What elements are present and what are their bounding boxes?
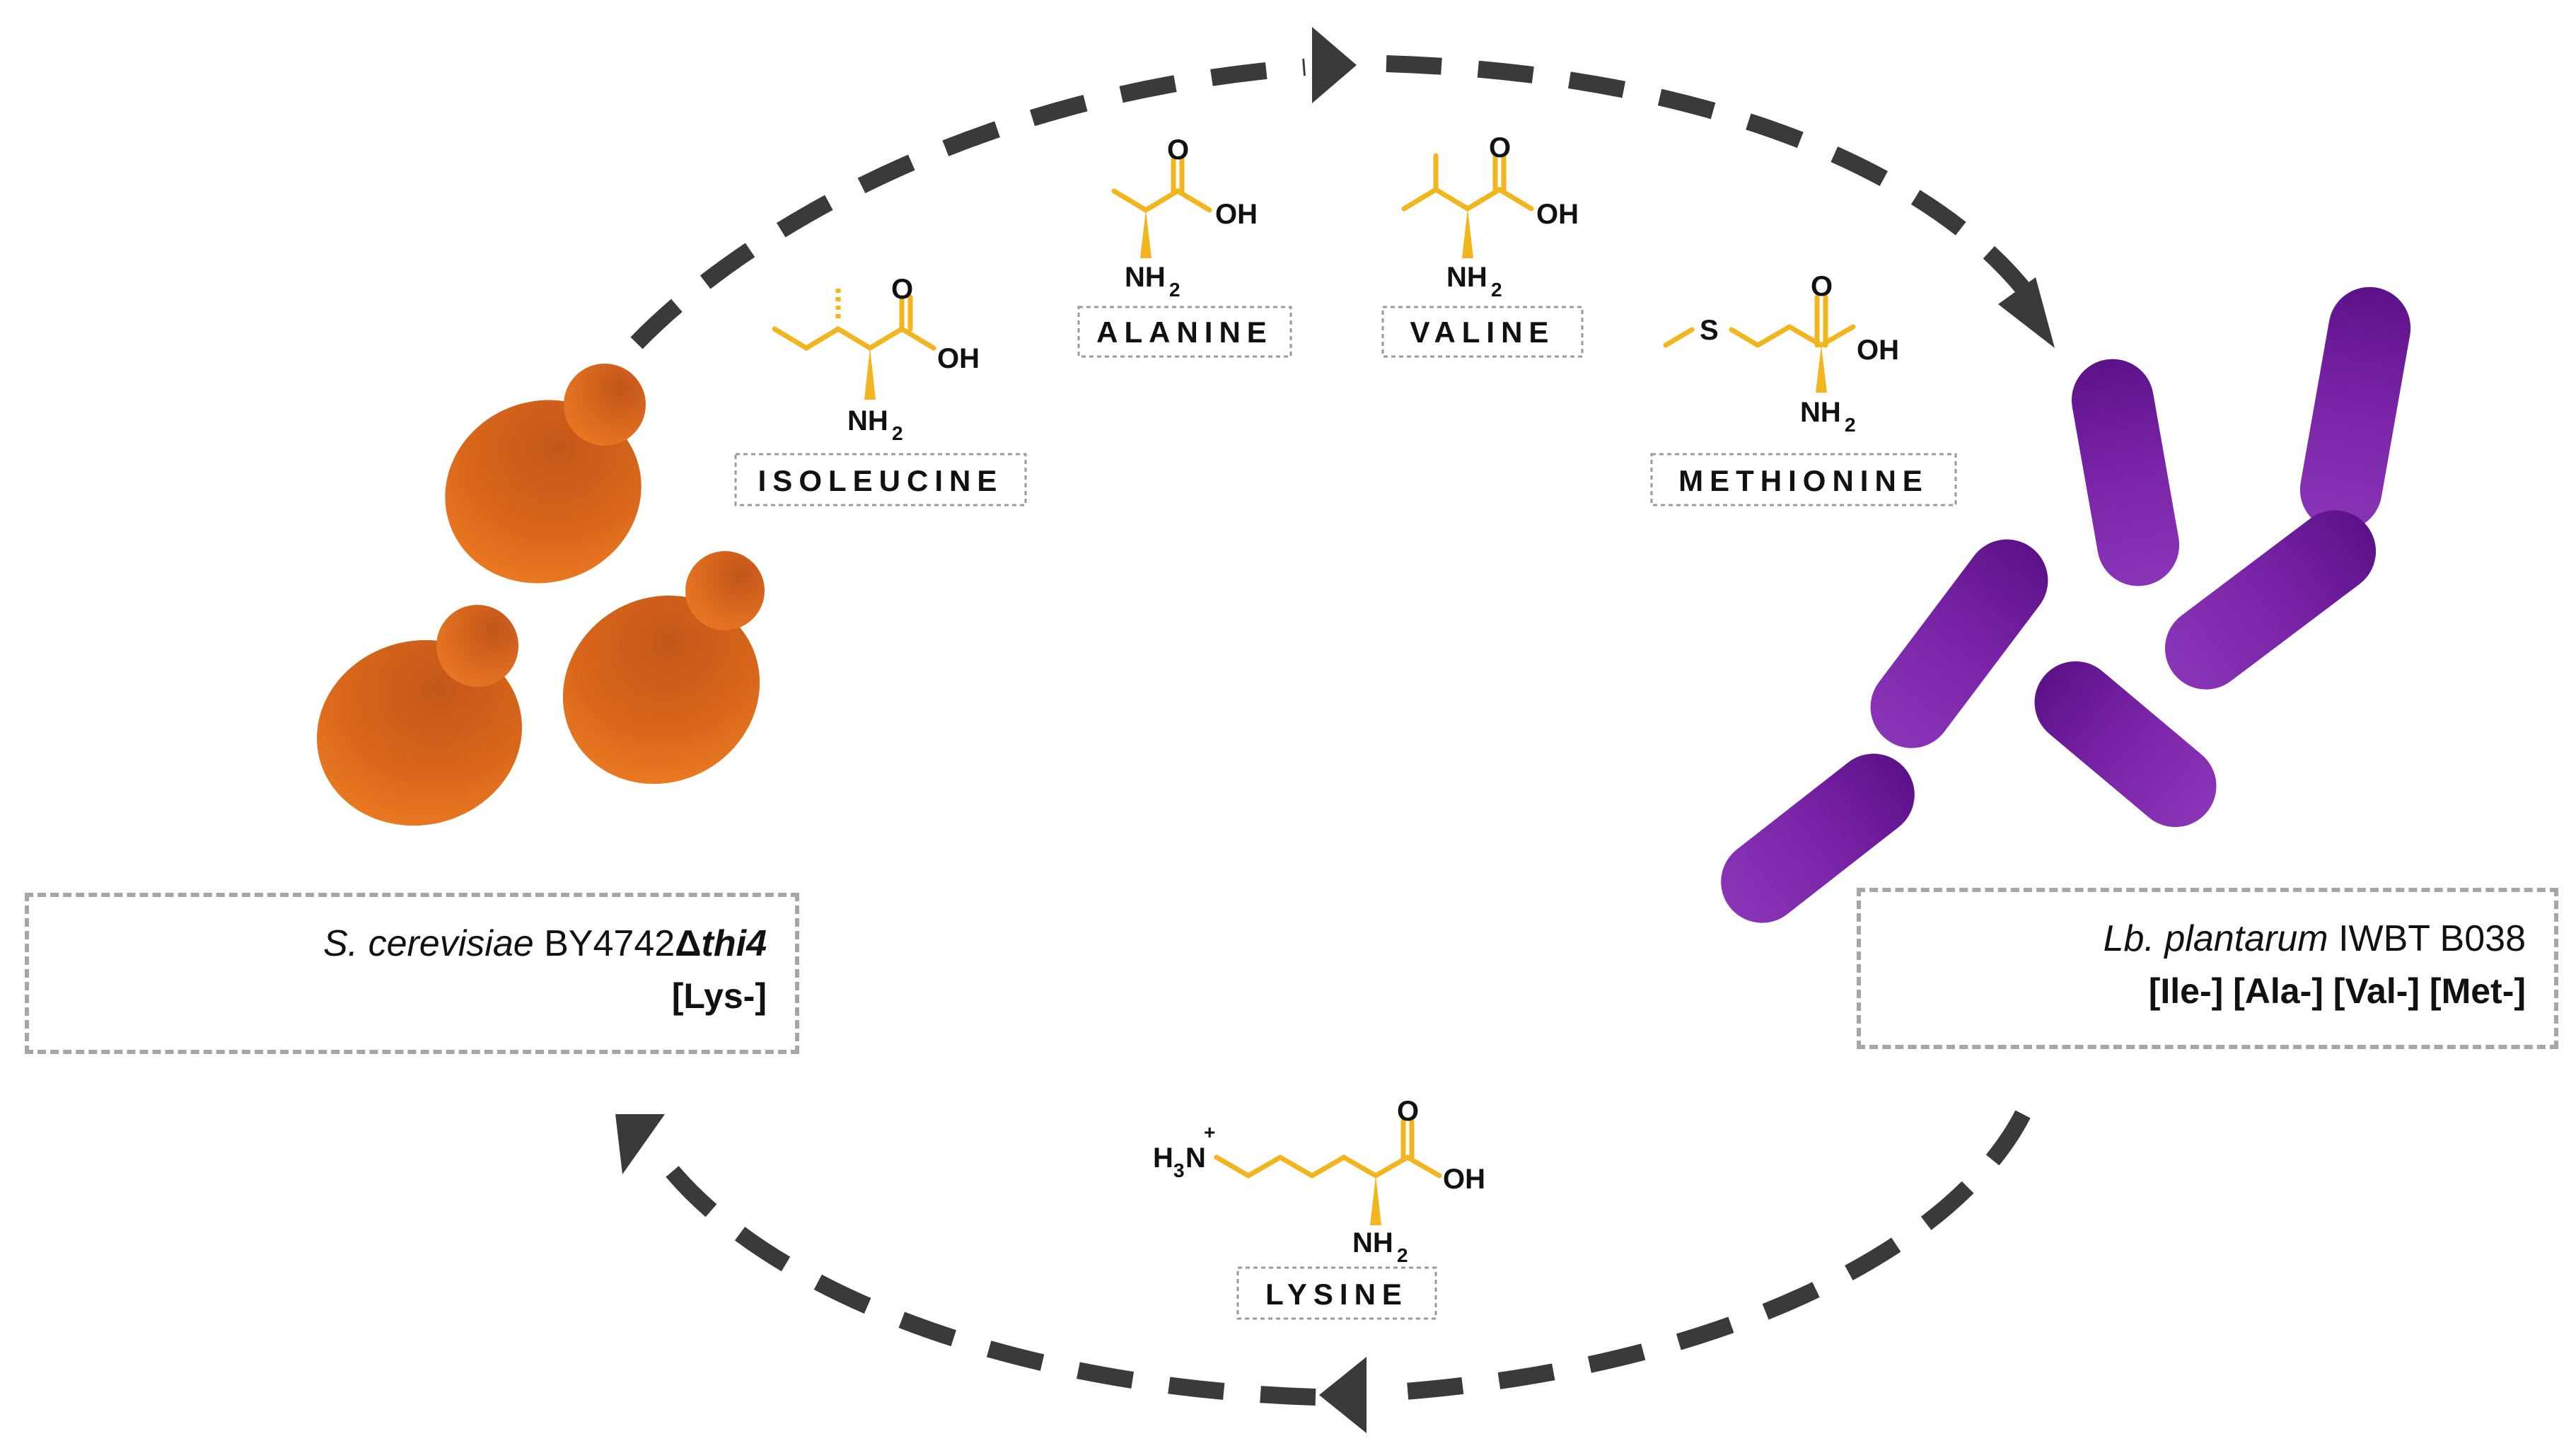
yeast-species-name: S. cerevisiae <box>323 923 534 964</box>
lysine-oh: OH <box>1443 1164 1485 1195</box>
lysine-h-subscript: 3 <box>1173 1159 1185 1181</box>
yeast-gene: thi4 <box>701 923 767 964</box>
methionine-s: S <box>1700 315 1719 346</box>
methionine-structure: S O OH NH 2 METHIONINE <box>1650 271 1957 506</box>
isoleucine-label: ISOLEUCINE <box>758 464 1004 497</box>
yeast-label-box: S. cerevisiae BY4742Δthi4 [Lys-] <box>25 893 799 1054</box>
alanine-oh: OH <box>1215 199 1258 230</box>
valine-label: VALINE <box>1410 316 1555 349</box>
yeast-auxotrophy: [Lys-] <box>671 976 767 1016</box>
bottom-arc-arrow <box>615 1110 2031 1433</box>
yeast-strain: BY4742 <box>544 923 675 964</box>
bacteria-rods-illustration <box>1721 286 2411 923</box>
methionine-nh-subscript: 2 <box>1845 414 1856 436</box>
bacterium-rod-1 <box>2071 359 2180 586</box>
bacteria-auxotrophies: [Ile-] [Ala-] [Val-] [Met-] <box>2148 971 2526 1011</box>
valine-o: O <box>1489 132 1511 163</box>
alanine-label-box <box>1077 306 1292 358</box>
bacterium-rod-4 <box>1870 539 2048 748</box>
methionine-label-box <box>1650 453 1957 506</box>
lysine-plus: + <box>1204 1121 1215 1143</box>
bacteria-label-box: Lb. plantarum IWBT B038 [Ile-] [Ala-] [V… <box>1857 888 2558 1049</box>
top-arc-left-path <box>630 59 1306 349</box>
yeast-cell-top <box>445 364 646 584</box>
valine-nh-subscript: 2 <box>1491 279 1502 301</box>
yeast-name-line: S. cerevisiae BY4742Δthi4 <box>29 917 767 971</box>
lysine-o: O <box>1397 1096 1419 1127</box>
yeast-bud-bottom-left <box>436 605 518 687</box>
bottom-arc-left-path <box>651 1147 1316 1406</box>
methionine-label: METHIONINE <box>1678 464 1929 497</box>
bacterium-rod-6 <box>1721 753 1915 923</box>
lysine-nh: NH <box>1352 1227 1393 1258</box>
yeast-bud-top <box>564 364 646 446</box>
yeast-cell-bottom-right <box>562 551 765 785</box>
valine-nh: NH <box>1446 262 1487 293</box>
alanine-o: O <box>1167 134 1189 166</box>
top-arc-arrow <box>630 27 2055 349</box>
yeast-cell-bottom-left <box>317 605 522 826</box>
valine-structure: O OH NH 2 VALINE <box>1381 132 1584 358</box>
right-arrowhead <box>1998 277 2055 348</box>
methionine-oh: OH <box>1857 335 1899 366</box>
isoleucine-nh: NH <box>847 405 888 436</box>
bottom-arc-right-path <box>1375 1110 2031 1402</box>
lysine-h: H <box>1153 1142 1173 1174</box>
lysine-structure: H 3 N + O OH NH 2 LYSINE <box>1153 1096 1485 1320</box>
isoleucine-label-box <box>734 453 1027 506</box>
lysine-label: LYSINE <box>1265 1278 1408 1311</box>
yeast-cells-illustration <box>317 364 765 826</box>
lysine-n: N <box>1185 1142 1206 1174</box>
alanine-structure: O OH NH 2 ALANINE <box>1077 134 1292 358</box>
yeast-bud-bottom-right <box>685 551 765 630</box>
bacterium-rod-3 <box>2164 510 2377 690</box>
isoleucine-nh-subscript: 2 <box>892 422 903 444</box>
isoleucine-structure: O OH NH 2 ISOLEUCINE <box>734 274 1027 506</box>
methionine-o: O <box>1811 271 1833 302</box>
valine-oh: OH <box>1536 199 1579 230</box>
isoleucine-o: O <box>891 274 913 305</box>
alanine-nh: NH <box>1125 262 1166 293</box>
alanine-nh-subscript: 2 <box>1169 279 1180 301</box>
yeast-delta-symbol: Δ <box>675 923 702 964</box>
left-arrowhead <box>615 1114 665 1174</box>
bottom-arrowhead <box>1319 1357 1367 1433</box>
bacteria-strain: IWBT B038 <box>2338 918 2526 959</box>
bacteria-name-line: Lb. plantarum IWBT B038 <box>1861 912 2526 966</box>
lysine-nh-subscript: 2 <box>1397 1244 1408 1266</box>
alanine-label: ALANINE <box>1096 316 1273 349</box>
top-arc-right-path <box>1386 55 2037 303</box>
bacteria-species-name: Lb. plantarum <box>2103 918 2328 959</box>
bacterium-rod-5 <box>2034 661 2217 828</box>
methionine-nh: NH <box>1800 397 1841 428</box>
bacterium-rod-2 <box>2299 286 2411 531</box>
isoleucine-oh: OH <box>937 343 980 374</box>
top-arrowhead <box>1312 27 1357 103</box>
